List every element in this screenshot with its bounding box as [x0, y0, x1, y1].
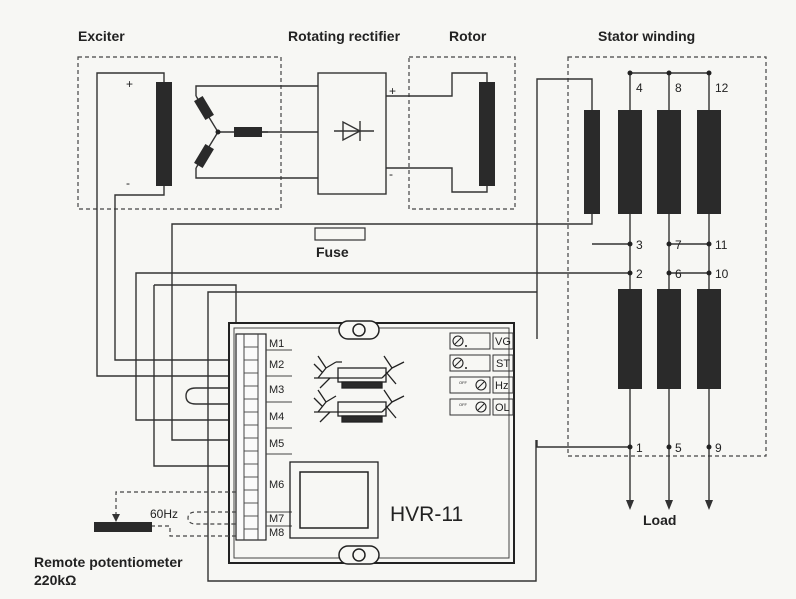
stator-terminal-9: 9: [715, 441, 722, 455]
load-label: Load: [643, 512, 676, 528]
stator-terminal-4: 4: [636, 81, 643, 95]
stator-terminal-6: 6: [675, 267, 682, 281]
remote-pot-wire-b: [152, 525, 236, 537]
stator-terminal-12: 12: [715, 81, 729, 95]
stator-winding-heading: Stator winding: [598, 28, 695, 44]
stator-terminal-3: 3: [636, 238, 643, 252]
remote-pot-wiper-arrow: [112, 514, 120, 522]
stator-enclosure: [567, 56, 767, 457]
terminal-m6: M6: [269, 479, 284, 491]
stator-terminal-2: 2: [636, 267, 643, 281]
rectifier-plus-sign: +: [389, 84, 396, 98]
adjuster-vg: VG: [495, 336, 511, 348]
exciter-enclosure: [77, 56, 282, 210]
ol-switch-label: OFF: [459, 402, 468, 407]
terminal-m2: M2: [269, 359, 284, 371]
frequency-jumper-wire: [187, 511, 236, 525]
stator-terminal-5: 5: [675, 441, 682, 455]
remote-potentiometer: [94, 522, 152, 532]
fuse-label: Fuse: [316, 244, 349, 260]
remote-pot-wire-a: [115, 491, 236, 518]
rectifier-minus-sign: -: [389, 167, 393, 181]
terminal-m4: M4: [269, 411, 284, 423]
regulator-model: HVR-11: [390, 503, 463, 526]
rotor-heading: Rotor: [449, 28, 487, 44]
terminal-m8: M8: [269, 527, 284, 539]
terminal-m1: M1: [269, 338, 284, 350]
hvr11-regulator: [228, 320, 515, 565]
adjuster-st: ST: [496, 358, 510, 370]
exciter-plus-sign: +: [126, 77, 133, 91]
stator-terminal-8: 8: [675, 81, 682, 95]
stator-coils: [584, 110, 721, 389]
wiring: [96, 70, 713, 582]
stator-terminal-10: 10: [715, 267, 729, 281]
remote-pot-value: 220kΩ: [34, 572, 76, 588]
exciter-armature-star: [194, 95, 268, 169]
exciter-field-coil: [156, 82, 172, 186]
exciter-minus-sign: -: [126, 176, 130, 190]
terminal-m5: M5: [269, 438, 284, 450]
terminal-m7: M7: [269, 513, 284, 525]
fuse: [314, 227, 366, 241]
hz-switch-label: OFF: [459, 380, 468, 385]
rotating-rectifier-heading: Rotating rectifier: [288, 28, 401, 44]
terminal-m3: M3: [269, 384, 284, 396]
adjuster-hz: Hz: [495, 380, 508, 392]
frequency-jumper-label: 60Hz: [150, 507, 178, 521]
stator-terminal-11: 11: [715, 238, 728, 252]
exciter-heading: Exciter: [78, 28, 125, 44]
rotor-enclosure: [408, 56, 516, 210]
remote-pot-label: Remote potentiometer: [34, 554, 183, 570]
rotor-winding: [479, 82, 495, 186]
stator-terminal-1: 1: [636, 441, 643, 455]
adjuster-ol: OL: [495, 402, 510, 414]
rectifier-block: [317, 72, 387, 195]
stator-terminal-7: 7: [675, 238, 682, 252]
